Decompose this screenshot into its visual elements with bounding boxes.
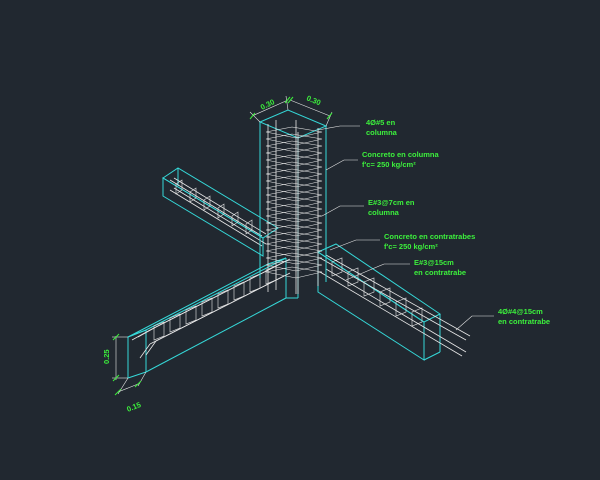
column-tie (265, 168, 323, 181)
note-column-concrete-line1: Concreto en columna (362, 150, 440, 159)
column-tie (265, 196, 323, 209)
beam-height-label: 0.25 (102, 349, 111, 364)
note-beam-stirrups-line1: E#3@15cm (414, 258, 454, 267)
column-tie (265, 245, 323, 258)
column-tie (265, 126, 323, 139)
column-tie (265, 147, 323, 160)
column-tie (265, 259, 323, 272)
note-beam-concrete-line2: f'c= 250 kg/cm² (384, 242, 438, 251)
note-column-stirrups: E#3@7cm en columna (368, 198, 415, 217)
beam-front-left-stirrups (153, 265, 277, 341)
column-tie (265, 266, 323, 279)
column-dimension-b: 0.30 (287, 94, 333, 127)
column-stirrups (265, 126, 323, 279)
column-dim-b-label: 0.30 (305, 94, 322, 108)
note-beam-stirrups: E#3@15cm en contratrabe (414, 258, 466, 277)
column-dim-a-label: 0.30 (259, 97, 276, 111)
note-column-bars: 4Ø#5 en columna (366, 118, 398, 137)
column-tie (265, 252, 323, 265)
beam-front-left-bars (131, 258, 291, 359)
note-column-stirrups-line1: E#3@7cm en (368, 198, 415, 207)
beam-right-stirrups (331, 257, 423, 327)
column-tie (265, 224, 323, 237)
column-tie (265, 210, 323, 223)
note-beam-stirrups-line2: en contratrabe (414, 268, 466, 277)
column-tie (265, 154, 323, 167)
column-tie (265, 238, 323, 251)
note-beam-concrete: Concreto en contratrabes f'c= 250 kg/cm² (384, 232, 475, 251)
beam-front-left (127, 257, 291, 379)
note-column-concrete-line2: f'c= 250 kg/cm² (362, 160, 416, 169)
column-tie (265, 161, 323, 174)
note-beam-bars-line2: en contratrabe (498, 317, 550, 326)
column-tie (265, 217, 323, 230)
note-beam-bars: 4Ø#4@15cm en contratrabe (498, 307, 550, 326)
leader-lines (317, 125, 494, 331)
note-beam-concrete-line1: Concreto en contratrabes (384, 232, 475, 241)
beam-back-left-bars (169, 177, 267, 247)
beam-height-dimension: 0.25 (102, 333, 128, 382)
column-tie (265, 133, 323, 146)
note-column-bars-line2: columna (366, 128, 398, 137)
column-tie (265, 175, 323, 188)
note-column-bars-line1: 4Ø#5 en (366, 118, 396, 127)
column-tie (265, 140, 323, 153)
column-vertical-bars (267, 120, 319, 294)
column-tie (265, 231, 323, 244)
column-tie (265, 182, 323, 195)
column (258, 109, 328, 299)
column-tie (265, 203, 323, 216)
note-beam-bars-line1: 4Ø#4@15cm (498, 307, 543, 316)
beam-right-bars (319, 254, 471, 357)
beam-width-label: 0.15 (125, 400, 142, 414)
note-column-stirrups-line2: columna (368, 208, 400, 217)
note-column-concrete: Concreto en columna f'c= 250 kg/cm² (362, 150, 440, 169)
column-tie (265, 189, 323, 202)
beam-back-left (162, 167, 279, 257)
